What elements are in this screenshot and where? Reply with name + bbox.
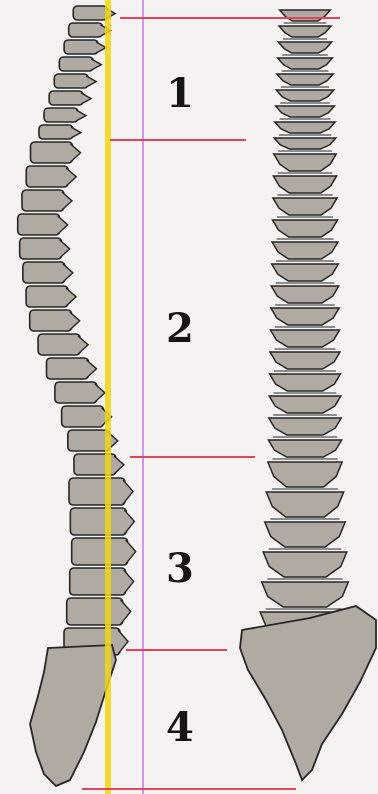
lateral-vertebra	[74, 454, 124, 475]
anterior-vertebra	[271, 308, 339, 327]
anterior-vertebra	[266, 492, 343, 519]
anterior-vertebra	[273, 198, 337, 217]
anterior-vertebra	[269, 396, 341, 415]
anterior-vertebra	[280, 10, 331, 23]
anterior-vertebra	[278, 42, 331, 55]
anterior-vertebra	[276, 90, 334, 103]
anterior-vertebra	[265, 522, 345, 549]
anterior-vertebra	[279, 26, 331, 39]
anterior-vertebra	[272, 242, 338, 261]
lateral-vertebra	[23, 262, 73, 283]
anterior-vertebra	[268, 462, 342, 489]
lateral-vertebrae	[18, 6, 136, 655]
region-number-1: 1	[166, 70, 194, 117]
lateral-vertebra	[70, 568, 134, 595]
lateral-vertebra	[69, 23, 111, 37]
anterior-sacrum	[240, 606, 376, 780]
lateral-vertebra	[39, 125, 81, 139]
lateral-vertebra	[54, 74, 96, 88]
anterior-vertebra	[278, 58, 333, 71]
lateral-vertebra	[59, 57, 101, 71]
region-number-4: 4	[166, 704, 194, 751]
anterior-vertebra	[270, 330, 339, 349]
lateral-vertebra	[64, 40, 106, 54]
lateral-vertebra	[18, 214, 68, 235]
lateral-vertebra	[38, 334, 88, 355]
region-number-2: 2	[166, 305, 194, 352]
anterior-vertebra	[273, 220, 338, 239]
lateral-vertebra	[30, 310, 80, 331]
lateral-spine-view	[18, 6, 136, 786]
lateral-vertebra	[26, 286, 76, 307]
anterior-vertebrae	[260, 10, 350, 639]
anterior-vertebra	[263, 552, 347, 579]
region-number-3: 3	[166, 545, 194, 592]
anterior-vertebra	[275, 122, 335, 135]
anterior-vertebra	[273, 176, 336, 195]
anterior-vertebra	[262, 582, 349, 609]
lateral-vertebra	[26, 166, 76, 187]
anterior-vertebra	[272, 264, 339, 283]
lateral-sacrum	[30, 645, 116, 786]
lateral-vertebra	[72, 538, 136, 565]
anterior-vertebra	[270, 374, 341, 393]
lateral-vertebra	[20, 238, 70, 259]
anterior-vertebra	[274, 154, 336, 173]
lateral-vertebra	[62, 406, 112, 427]
anterior-vertebra	[269, 418, 341, 437]
anterior-vertebra	[268, 440, 341, 459]
lateral-vertebra	[67, 598, 131, 625]
lateral-vertebra	[69, 478, 133, 505]
anterior-spine-view	[240, 10, 376, 780]
lateral-vertebra	[44, 108, 86, 122]
anterior-vertebra	[274, 138, 336, 151]
region-numbers: 1 2 3 4	[166, 70, 194, 751]
anterior-vertebra	[270, 352, 340, 371]
lateral-vertebra	[49, 91, 91, 105]
anterior-vertebra	[277, 74, 333, 87]
anterior-vertebra	[276, 106, 335, 119]
anterior-vertebra	[271, 286, 338, 305]
lateral-vertebra	[70, 508, 134, 535]
lateral-vertebra	[22, 190, 72, 211]
lateral-vertebra	[55, 382, 105, 403]
lateral-vertebra	[31, 142, 81, 163]
lateral-vertebra	[47, 358, 97, 379]
